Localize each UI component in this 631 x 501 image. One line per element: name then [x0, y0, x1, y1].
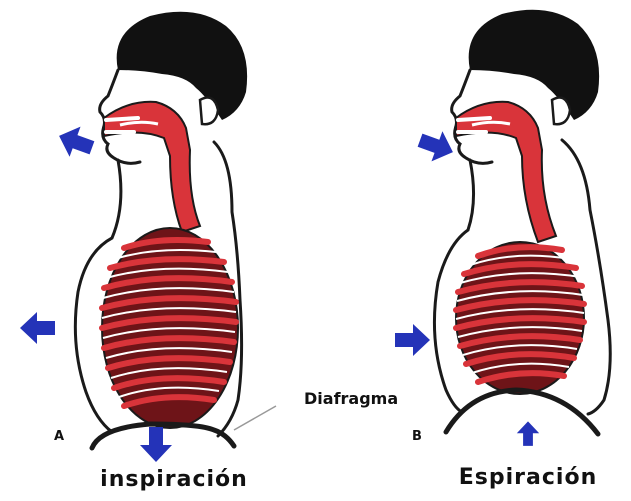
diaphragm-b	[446, 390, 598, 434]
ear-b	[552, 98, 570, 125]
ear-a	[200, 98, 218, 125]
panel-a-letter: A	[54, 429, 64, 444]
panel-b-letter: B	[412, 429, 422, 444]
panel-a-inspiration: A inspiración	[20, 12, 276, 492]
arrow-right-icon	[395, 324, 430, 356]
arrow-left-icon	[54, 121, 98, 163]
arrow-down-icon	[140, 427, 172, 462]
arrow-up-icon	[517, 421, 539, 446]
panel-b-caption: Espiración	[459, 465, 597, 490]
diaphragm-label: Diafragma	[304, 389, 398, 408]
panel-b-expiration: B Espiración	[395, 10, 610, 490]
arrow-left-icon	[20, 312, 55, 344]
panel-a-caption: inspiración	[100, 467, 248, 492]
arrow-right-icon	[415, 125, 459, 167]
